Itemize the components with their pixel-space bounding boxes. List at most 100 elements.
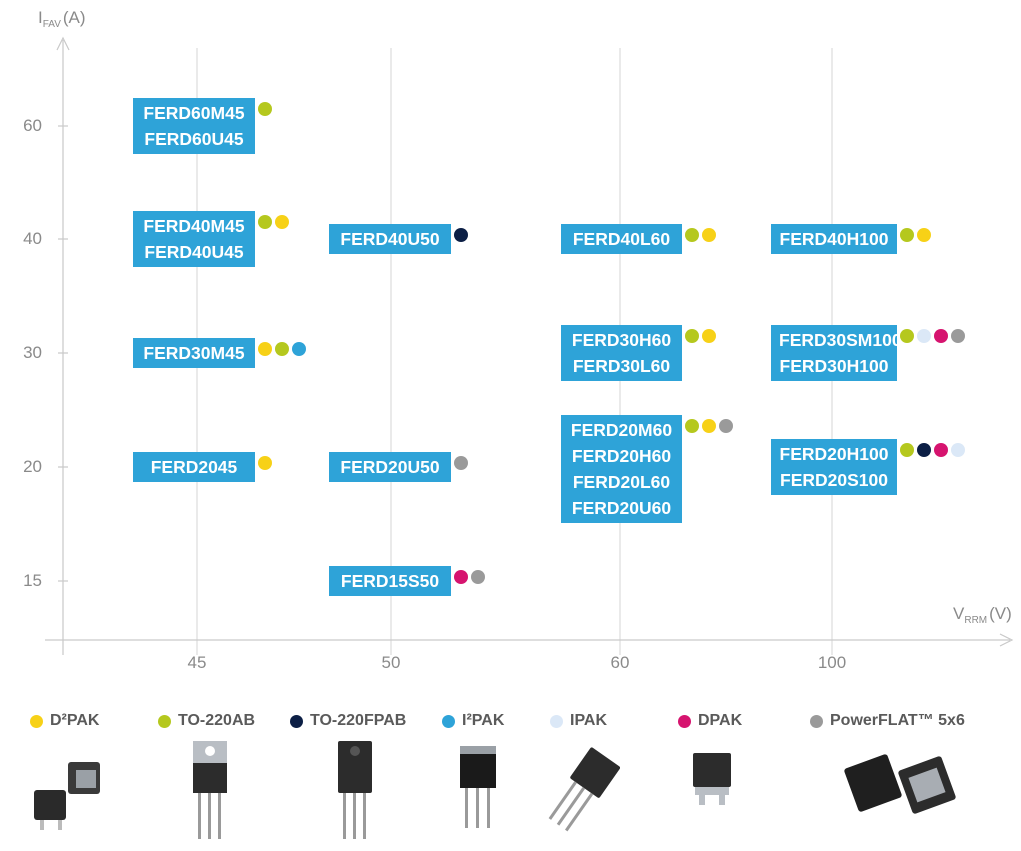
- legend-label: TO-220FPAB: [310, 712, 407, 729]
- part-number: FERD30M45: [143, 343, 245, 363]
- powerflat-legend-dot: [810, 714, 823, 728]
- d2pak-package-dot: [275, 215, 289, 229]
- part-label-group: FERD40H100: [771, 224, 897, 254]
- x-tick-label-100: 100: [817, 653, 847, 672]
- part-number: FERD40U45: [144, 242, 244, 262]
- d2pak-package-dot: [702, 228, 716, 242]
- to220ab-package-dot: [685, 329, 699, 343]
- to220fpab-legend-dot: [290, 714, 303, 728]
- y-axis-title: IFAV(A): [38, 8, 86, 30]
- y-tick-label-20: 20: [23, 457, 42, 476]
- legend-item-to220ab: TO-220AB: [158, 712, 255, 730]
- part-number: FERD20L60: [572, 472, 671, 492]
- powerflat-package-dot: [719, 419, 733, 433]
- powerflat-package-dot: [951, 329, 965, 343]
- to220ab-package-dot: [900, 443, 914, 457]
- part-number: FERD40H100: [779, 229, 889, 249]
- ipak-package-icon: [548, 747, 620, 832]
- dpak-package-dot: [454, 570, 468, 584]
- part-number: FERD20M60: [570, 420, 673, 440]
- part-number: FERD30L60: [572, 356, 671, 376]
- ipak-legend-dot: [550, 714, 563, 728]
- part-label-group: FERD2045: [133, 452, 255, 482]
- powerflat-package-dot: [471, 570, 485, 584]
- part-number: FERD20H100: [779, 444, 889, 464]
- dpak-package-icon: [693, 753, 731, 805]
- legend-item-dpak: DPAK: [678, 712, 742, 730]
- part-label-group: FERD20U50: [329, 452, 451, 482]
- to220ab-package-dot: [900, 329, 914, 343]
- part-number: FERD30SM100: [779, 330, 902, 350]
- d2pak-package-dot: [258, 342, 272, 356]
- part-label-group: FERD15S50: [329, 566, 451, 596]
- y-axis-arrow: [56, 36, 70, 51]
- to220ab-package-icon: [193, 741, 227, 839]
- i2pak-package-dot: [292, 342, 306, 356]
- package-legend: D²PAK TO-220AB TO-220FPAB I²PAK IPAK DPAK Powe…: [0, 712, 1021, 851]
- part-number: FERD2045: [150, 457, 238, 477]
- part-label-group: FERD40L60: [561, 224, 682, 254]
- legend-item-d2pak: D²PAK: [30, 712, 99, 730]
- part-number: FERD20H60: [571, 446, 672, 466]
- axes: [45, 36, 1014, 655]
- x-tick-label-45: 45: [187, 653, 207, 672]
- legend-label: IPAK: [570, 712, 608, 729]
- part-number: FERD20U60: [571, 498, 672, 518]
- to220fpab-package-dot: [454, 228, 468, 242]
- powerflat-package-icon: [844, 754, 956, 814]
- ipak-package-dot: [917, 329, 931, 343]
- part-number: FERD40U50: [340, 229, 440, 249]
- ipak-package-dot: [951, 443, 965, 457]
- part-number: FERD40M45: [143, 216, 245, 236]
- d2pak-package-icon: [34, 762, 100, 830]
- legend-label: DPAK: [698, 712, 743, 729]
- part-label-group: FERD30M45: [133, 338, 255, 368]
- to220ab-package-dot: [275, 342, 289, 356]
- i2pak-package-icon: [460, 746, 496, 828]
- to220ab-package-dot: [900, 228, 914, 242]
- chart-area: [45, 36, 1014, 655]
- to220ab-package-dot: [258, 215, 272, 229]
- i2pak-legend-dot: [442, 714, 455, 728]
- part-number: FERD40L60: [572, 229, 671, 249]
- to220ab-package-dot: [258, 102, 272, 116]
- part-number: FERD30H60: [571, 330, 672, 350]
- legend-item-to220fpab: TO-220FPAB: [290, 712, 406, 730]
- part-number: FERD30H100: [779, 356, 889, 376]
- legend-label: I²PAK: [462, 712, 505, 729]
- d2pak-package-dot: [258, 456, 272, 470]
- x-tick-label-50: 50: [381, 653, 401, 672]
- dpak-package-dot: [934, 329, 948, 343]
- d2pak-package-dot: [917, 228, 931, 242]
- to220fpab-package-icon: [338, 741, 372, 839]
- x-axis-arrow: [999, 633, 1014, 647]
- d2pak-legend-dot: [30, 714, 43, 728]
- to220ab-legend-dot: [158, 714, 171, 728]
- to220ab-package-dot: [685, 419, 699, 433]
- y-tick-label-15: 15: [23, 571, 42, 590]
- part-number: FERD20S100: [780, 470, 888, 490]
- part-number: FERD15S50: [340, 571, 440, 591]
- part-number: FERD20U50: [340, 457, 440, 477]
- dpak-package-dot: [934, 443, 948, 457]
- y-tick-label-30: 30: [23, 343, 42, 362]
- x-tick-label-60: 60: [610, 653, 630, 672]
- legend-item-i2pak: I²PAK: [442, 712, 504, 730]
- to220ab-package-dot: [685, 228, 699, 242]
- legend-label: PowerFLAT™ 5x6: [830, 712, 965, 729]
- legend-label: TO-220AB: [178, 712, 256, 729]
- part-label-group: FERD40U50: [329, 224, 451, 254]
- y-tick-label-60: 60: [23, 116, 42, 135]
- x-axis-title: VRRM(V): [953, 604, 1012, 626]
- part-number: FERD60U45: [144, 129, 244, 149]
- d2pak-package-dot: [702, 329, 716, 343]
- legend-item-ipak: IPAK: [550, 712, 607, 730]
- y-tick-label-40: 40: [23, 229, 42, 248]
- d2pak-package-dot: [702, 419, 716, 433]
- to220fpab-package-dot: [917, 443, 931, 457]
